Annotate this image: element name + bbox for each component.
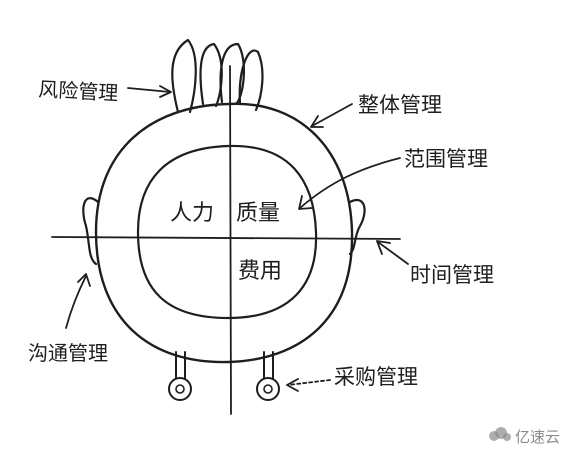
horizontal-axis [51, 236, 401, 240]
cost-quadrant-label: 费用 [238, 259, 282, 284]
integration-pointer [310, 103, 353, 128]
outer-boundary [94, 102, 354, 364]
watermark: 亿速云 [489, 427, 560, 446]
procurement-pointer [286, 378, 331, 392]
hair-strokes [171, 38, 264, 114]
integration-management-label: 整体管理 [358, 93, 442, 117]
right-ear [348, 199, 366, 256]
watermark-text: 亿速云 [515, 428, 560, 446]
communication-management-label: 沟通管理 [28, 341, 108, 365]
time-management-label: 时间管理 [410, 263, 494, 287]
cloud-logo-icon [489, 427, 511, 441]
time-pointer [376, 240, 409, 265]
inner-boundary [136, 144, 318, 320]
scope-pointer [298, 157, 401, 210]
vertical-axis [229, 65, 232, 415]
quality-quadrant-label: 质量 [236, 201, 280, 226]
risk-management-label: 风险管理 [38, 77, 119, 105]
left-foot [168, 351, 192, 401]
procurement-management-label: 采购管理 [334, 365, 418, 389]
risk-pointer [127, 85, 172, 98]
scope-management-label: 范围管理 [404, 147, 488, 171]
right-foot [256, 351, 280, 401]
left-ear [82, 197, 100, 266]
communication-pointer [65, 273, 91, 329]
hr-quadrant-label: 人力 [170, 201, 214, 226]
